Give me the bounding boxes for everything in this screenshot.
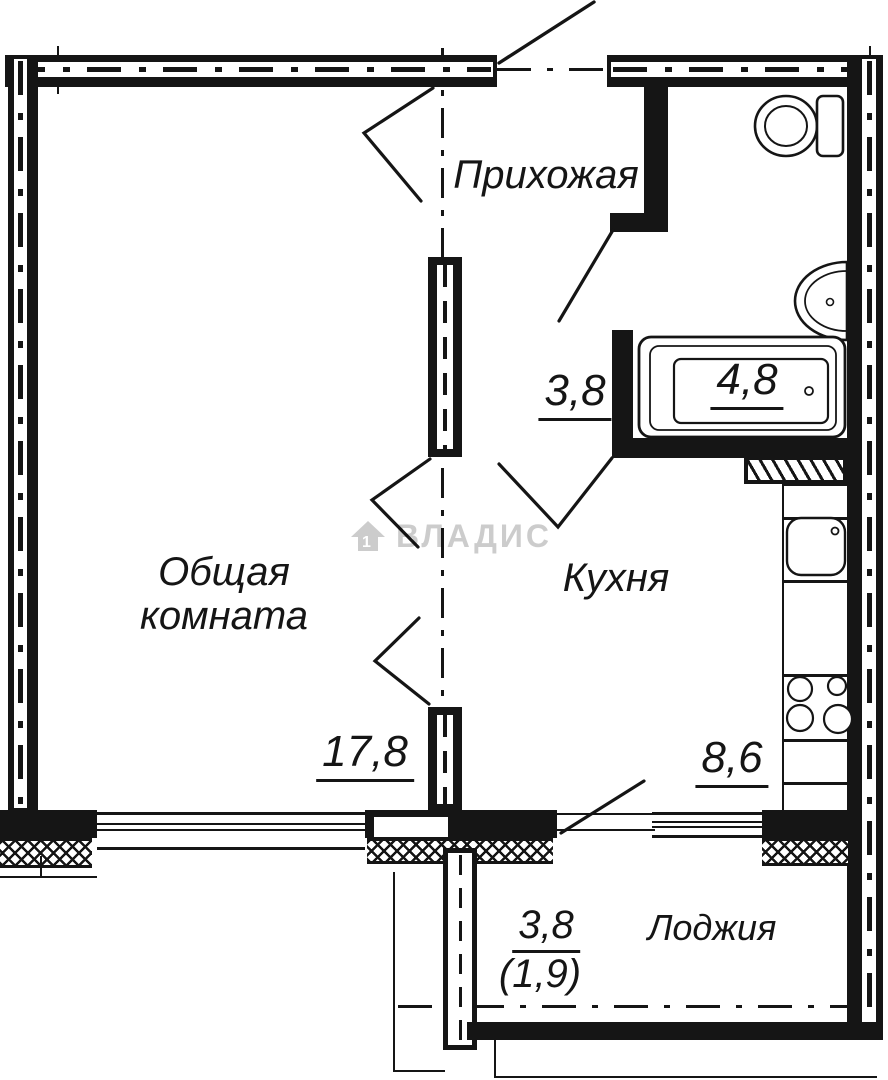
svg-text:1: 1 (362, 534, 374, 551)
area-label-kitchen: 8,6 (695, 733, 769, 789)
living-room-window (97, 812, 365, 850)
bathroom-wall (612, 438, 847, 458)
vent-shaft-icon (744, 456, 847, 484)
slab-edge-line (393, 872, 395, 1072)
wall-segment (0, 810, 97, 838)
kitchen-window (652, 812, 762, 838)
room-label-loggia: Лоджия (647, 907, 777, 948)
entrance-threshold-line (497, 68, 609, 71)
wall-top-right (607, 55, 883, 87)
bathroom-door-leaf (557, 228, 615, 323)
partition-pier (428, 257, 462, 457)
wall-segment (762, 810, 847, 838)
area-label-bathroom: 4,8 (710, 355, 784, 411)
partition-pier (428, 707, 462, 812)
washbasin-icon (793, 260, 849, 342)
wall-right (847, 55, 883, 1040)
balcony-door-threshold (557, 813, 655, 831)
house-icon: 1 (351, 521, 385, 551)
bathroom-wall (610, 213, 644, 232)
toilet-icon (753, 94, 845, 158)
room-label-kitchen: Кухня (562, 556, 670, 600)
area-label-loggia-reduced: (1,9) (498, 952, 582, 996)
room-label-living: Общая комната (140, 550, 308, 638)
watermark: 1 ВЛАДИС (348, 516, 552, 556)
window-sill-hatch (762, 838, 848, 866)
slab-edge-line (393, 1070, 445, 1072)
window-sill-hatch (0, 838, 92, 868)
small-window-inset (372, 815, 450, 839)
slab-edge-line (494, 1076, 877, 1078)
slab-edge-line (40, 856, 42, 878)
area-label-loggia: 3,8 (512, 903, 580, 953)
doorway-chevron (361, 86, 435, 203)
loggia-bottom-wall (467, 1022, 877, 1040)
loggia-left-wall (443, 848, 477, 1050)
area-label-living: 17,8 (316, 727, 414, 783)
wall-top-left (5, 55, 497, 87)
area-label-hallway: 3,8 (538, 366, 612, 422)
slab-edge-line (494, 1040, 496, 1078)
watermark-text: ВЛАДИС (396, 517, 552, 554)
wall-left (8, 55, 38, 812)
bathroom-wall (644, 87, 668, 232)
bathroom-wall (612, 330, 633, 440)
room-label-hallway: Прихожая (453, 153, 639, 197)
slab-edge-line (0, 876, 97, 878)
entrance-door-leaf (497, 0, 596, 65)
opening-chevron (372, 616, 431, 706)
loggia-boundary-line (398, 1005, 877, 1008)
kitchen-counter (782, 484, 849, 814)
